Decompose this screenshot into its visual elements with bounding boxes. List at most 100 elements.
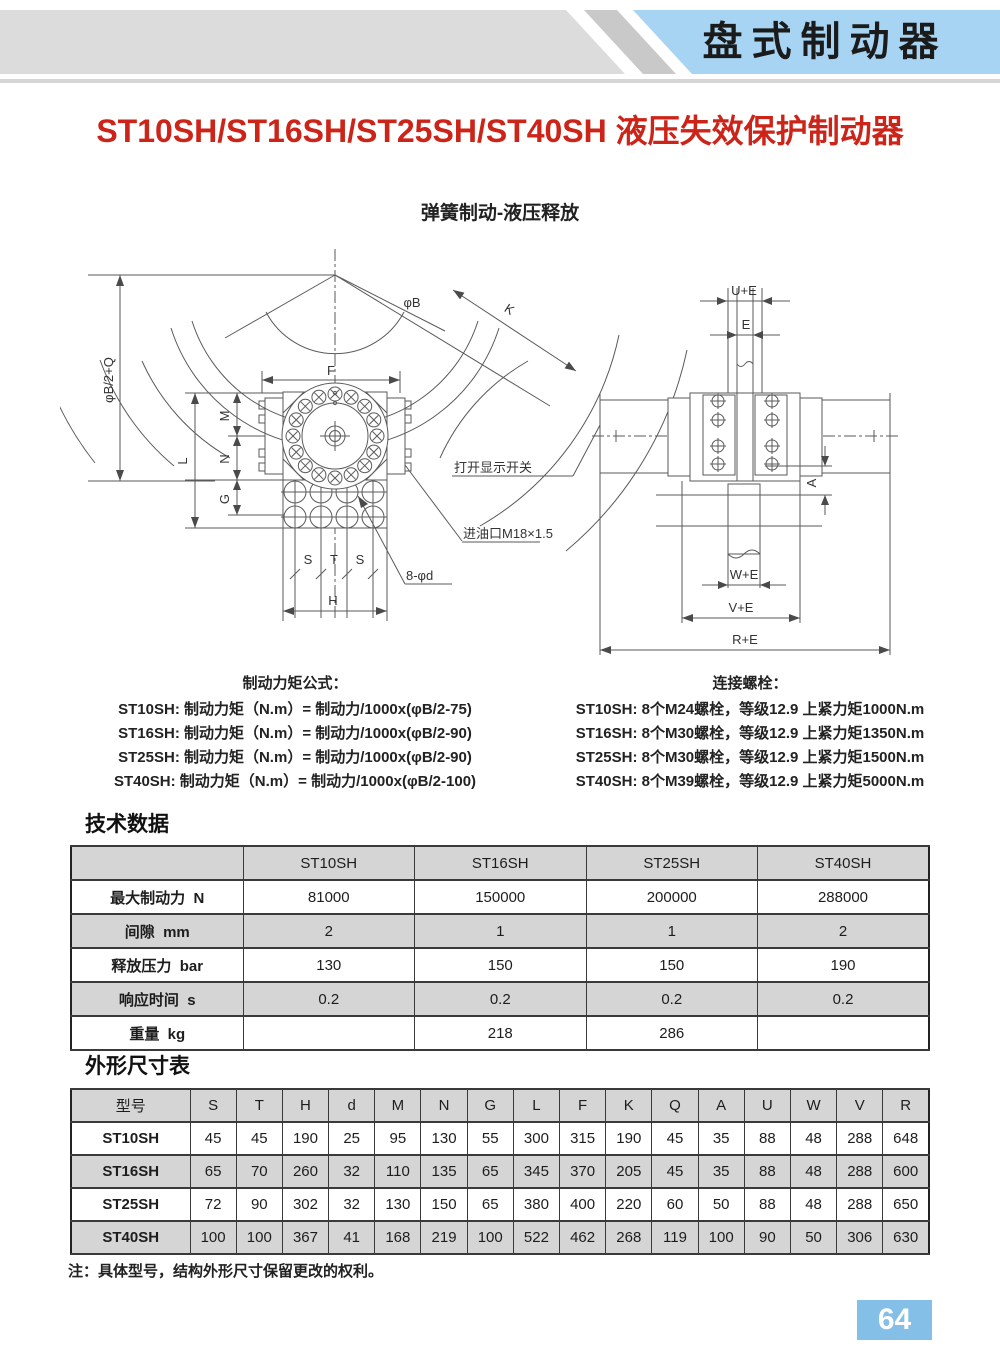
note-oil-inlet: 进油口M18×1.5 [463, 526, 553, 541]
table-cell: 100 [235, 1220, 283, 1255]
table-cell: 400 [558, 1187, 607, 1222]
table-cell: 380 [512, 1187, 561, 1222]
dim-label-s2: S [356, 552, 365, 567]
table-cell: 150000 [414, 879, 587, 915]
table-cell: 2 [242, 913, 415, 949]
table-cell: 190 [757, 947, 930, 983]
table-cell: 119 [651, 1220, 699, 1255]
table-cell: 168 [374, 1220, 422, 1255]
side-view: U+E E A W+E V+E R+E [592, 283, 898, 655]
table-cell: 48 [789, 1154, 838, 1189]
row-label: ST40SH [70, 1220, 191, 1255]
table-cell: 65 [466, 1154, 514, 1189]
technical-drawing: φB K F φB/2+Q L M N G S T S H 打开显示开关 进油口… [60, 249, 898, 655]
drawing-subtitle: 弹簧制动-液压释放 [420, 203, 580, 224]
dim-label-n: N [217, 454, 232, 463]
table-cell: 45 [651, 1154, 699, 1189]
page-title: ST10SH/ST16SH/ST25SH/ST40SH 液压失效保护制动器 [96, 113, 904, 149]
dim-label-k: K [502, 301, 518, 318]
connection-bolts-title: 连接螺栓： [712, 675, 788, 692]
column-header: ST25SH [585, 845, 758, 881]
formula-line: ST10SH: 制动力矩（N.m）= 制动力/1000x(φB/2-75) [118, 701, 472, 718]
table-cell: 205 [605, 1154, 653, 1189]
table-cell: 48 [789, 1187, 838, 1222]
table-cell: 100 [697, 1220, 745, 1255]
row-label: 释放压力 bar [70, 947, 244, 983]
column-header: V [836, 1088, 884, 1123]
bolt-line: ST40SH: 8个M39螺栓，等级12.9 上紧力矩5000N.m [575, 773, 925, 790]
bolt-line: ST10SH: 8个M24螺栓，等级12.9 上紧力矩1000N.m [575, 701, 925, 718]
header-divider-rule [0, 79, 1000, 83]
dim-label-m: M [217, 411, 232, 422]
table-cell: 0.2 [242, 981, 415, 1017]
table-cell: 1 [414, 913, 587, 949]
table-cell: 150 [420, 1187, 468, 1222]
table-cell: 45 [651, 1121, 699, 1156]
table-cell: 300 [512, 1121, 561, 1156]
table-cell: 88 [743, 1121, 791, 1156]
table-cell: 50 [789, 1220, 838, 1255]
table-cell: 130 [420, 1121, 468, 1156]
dims-heading: 外形尺寸表 [85, 1055, 190, 1078]
column-header: G [466, 1088, 514, 1123]
column-header: 型号 [70, 1088, 191, 1123]
table-cell: 650 [882, 1187, 930, 1222]
table-cell: 70 [235, 1154, 283, 1189]
table-cell: 288000 [757, 879, 930, 915]
torque-formulas-title: 制动力矩公式： [242, 675, 348, 692]
row-label: ST10SH [70, 1121, 191, 1156]
table-cell: 600 [882, 1154, 930, 1189]
table-cell: 190 [281, 1121, 330, 1156]
table-cell: 220 [605, 1187, 653, 1222]
dim-label-we: W+E [730, 567, 759, 582]
table-cell: 150 [414, 947, 587, 983]
table-cell: 135 [420, 1154, 468, 1189]
row-label: 重量 kg [70, 1015, 244, 1051]
table-cell: 150 [585, 947, 758, 983]
front-view: φB K F φB/2+Q L M N G S T S H 打开显示开关 进油口… [60, 249, 688, 621]
table-cell [757, 1015, 930, 1051]
dim-label-l: L [175, 457, 190, 464]
banner-title: 盘式制动器 [702, 20, 948, 64]
dim-label-t: T [330, 552, 338, 567]
table-cell: 32 [328, 1154, 376, 1189]
table-cell: 90 [235, 1187, 283, 1222]
table-cell: 48 [789, 1121, 838, 1156]
caliper-section [667, 392, 823, 482]
table-cell: 200000 [585, 879, 758, 915]
table-cell: 100 [189, 1220, 237, 1255]
dim-label-phib2q: φB/2+Q [101, 357, 116, 403]
table-cell: 130 [242, 947, 415, 983]
column-header: W [789, 1088, 838, 1123]
bolt-line: ST25SH: 8个M30螺栓，等级12.9 上紧力矩1500N.m [575, 749, 925, 766]
column-header: M [374, 1088, 422, 1123]
table-cell: 110 [374, 1154, 422, 1189]
leader-notes [357, 424, 601, 585]
table-cell: 2 [757, 913, 930, 949]
table-cell: 0.2 [757, 981, 930, 1017]
table-cell: 288 [836, 1121, 884, 1156]
table-cell: 218 [414, 1015, 587, 1051]
column-header: L [512, 1088, 561, 1123]
table-cell: 35 [697, 1154, 745, 1189]
side-view-dimensions [600, 297, 890, 654]
row-label: 响应时间 s [70, 981, 244, 1017]
table-cell: 268 [605, 1220, 653, 1255]
table-cell: 306 [836, 1220, 884, 1255]
torque-formulas-section: 制动力矩公式： ST10SH: 制动力矩（N.m）= 制动力/1000x(φB/… [60, 672, 530, 794]
hub-flange [599, 465, 891, 655]
disc-strip [727, 288, 763, 588]
column-header: A [697, 1088, 745, 1123]
row-label: ST16SH [70, 1154, 191, 1189]
dim-label-ue: U+E [731, 283, 757, 298]
table-cell: 35 [697, 1121, 745, 1156]
formula-line: ST16SH: 制动力矩（N.m）= 制动力/1000x(φB/2-90) [118, 725, 472, 742]
table-cell: 1 [585, 913, 758, 949]
table-cell: 25 [328, 1121, 376, 1156]
